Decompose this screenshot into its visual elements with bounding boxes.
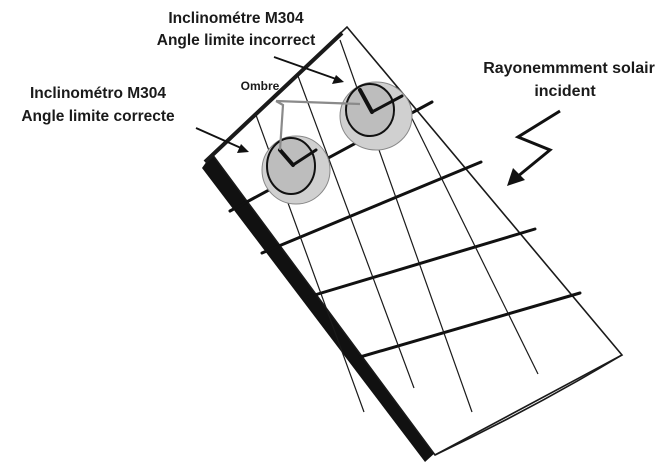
- leader-incorrect: [273, 56, 337, 80]
- shadow-pointer-right: [275, 99, 361, 106]
- inclinometer-correct-gnomon: [278, 148, 295, 167]
- row-divider-3: [306, 227, 537, 299]
- label-incorrect-line2: Angle limite incorrect: [157, 32, 315, 49]
- label-shadow: Ombre: [241, 79, 280, 93]
- inclinometer-correct-needle: [291, 148, 318, 167]
- inclinometer-incorrect-gnomon: [358, 88, 374, 114]
- leader-correct: [195, 127, 242, 149]
- shadow-pointer-lines: [275, 99, 361, 151]
- label-incorrect-line1: Inclinométre M304: [168, 10, 304, 27]
- inclinometer-incorrect-needle: [370, 94, 404, 114]
- leader-incorrect-arrowhead: [332, 75, 344, 84]
- panel-top-rim: [203, 31, 344, 164]
- inclinometer-correct: [261, 135, 331, 205]
- inclinometer-incorrect: [339, 81, 413, 151]
- label-sun-line2: incident: [534, 83, 596, 100]
- shadow-pointer-left: [275, 100, 285, 151]
- row-divider-4: [358, 291, 582, 359]
- column-line-2: [297, 75, 415, 389]
- label-sun-line1: Rayonemmment solair: [483, 60, 655, 77]
- sun-ray-arrow: [514, 109, 561, 179]
- sun-ray-arrowhead: [507, 168, 525, 186]
- row-divider-2: [260, 160, 483, 255]
- leader-correct-arrowhead: [237, 144, 249, 153]
- column-line-4: [395, 85, 539, 375]
- label-correct-line1: Inclinométro M304: [30, 85, 166, 102]
- panel-bottom-edge: [434, 354, 623, 456]
- panel-side-edge: [202, 154, 436, 462]
- inclinometer-correct-face: [266, 137, 316, 195]
- label-correct-line2: Angle limite correcte: [21, 108, 175, 125]
